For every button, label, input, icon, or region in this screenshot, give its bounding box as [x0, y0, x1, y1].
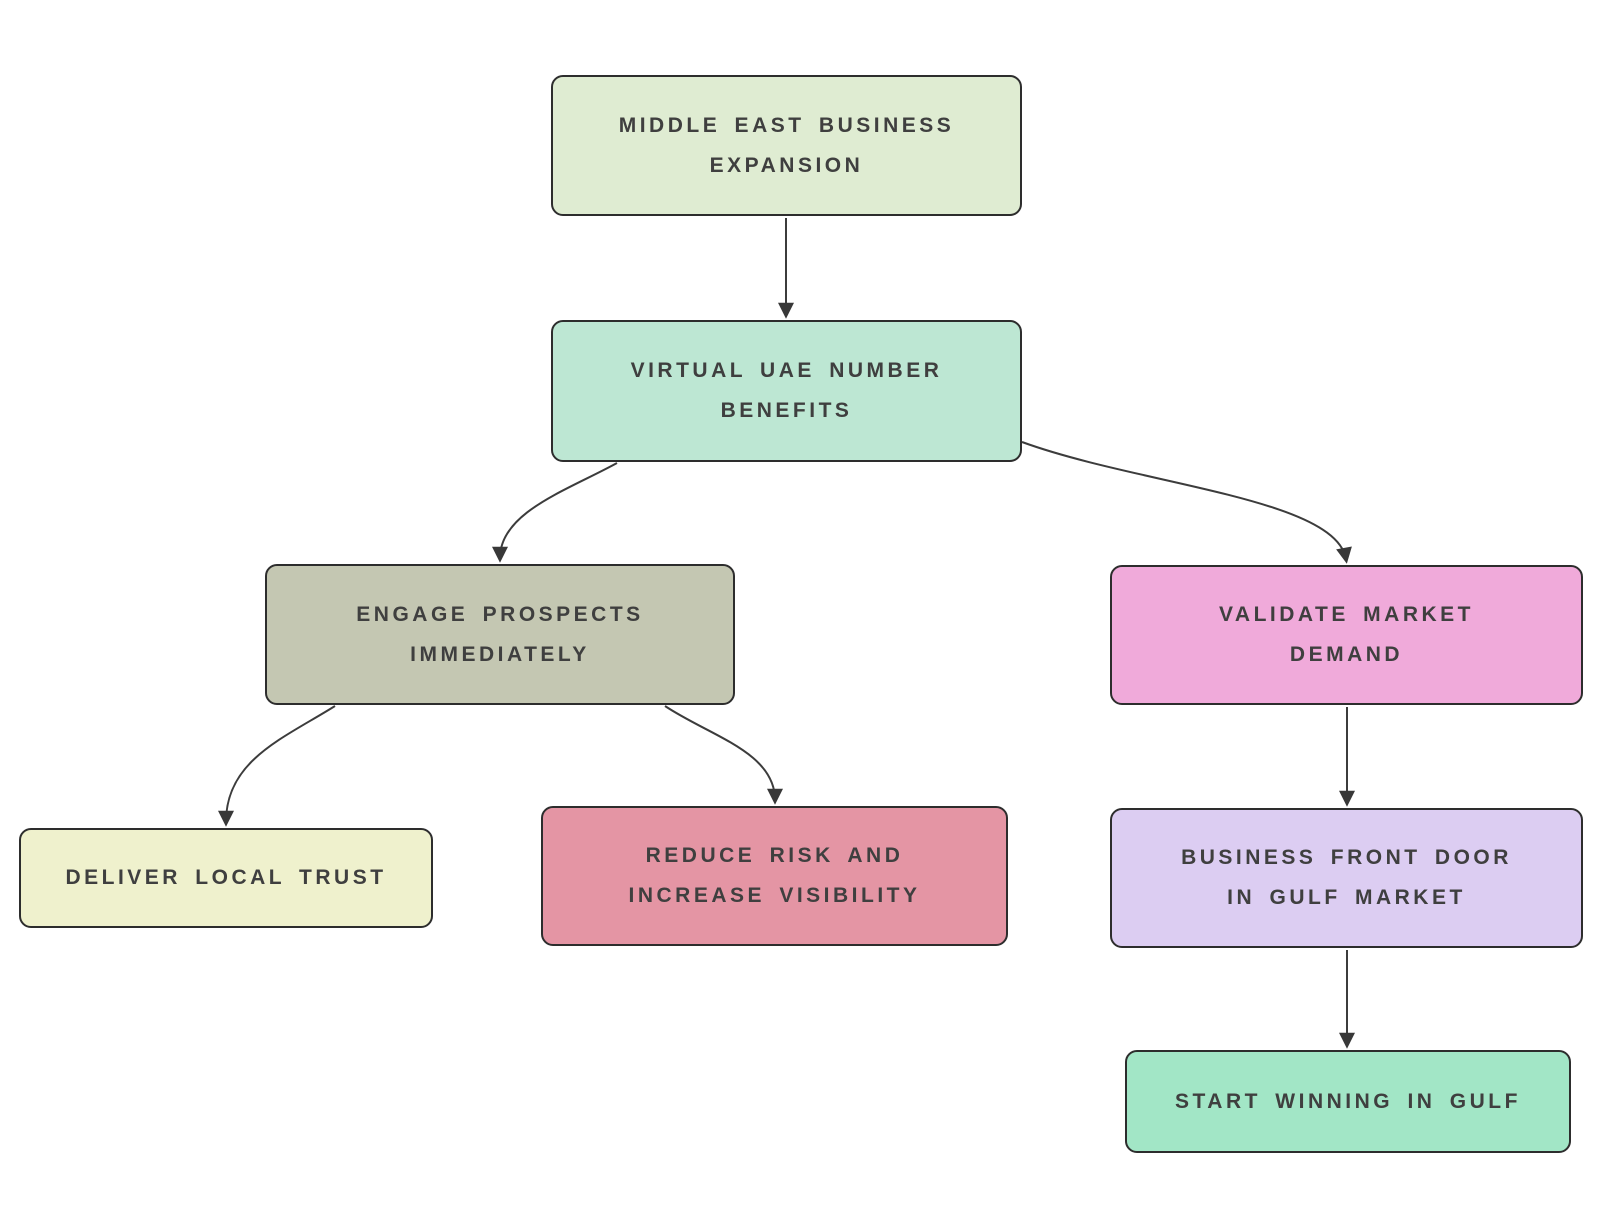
- edge-benefits-engage: [492, 462, 618, 563]
- node-label: VIRTUAL UAE NUMBER BENEFITS: [630, 359, 943, 422]
- node-deliver-local-trust: DELIVER LOCAL TRUST: [19, 828, 433, 928]
- node-label: MIDDLE EAST BUSINESS EXPANSION: [618, 113, 955, 177]
- node-business-front-door-gulf-market: BUSINESS FRONT DOOR IN GULF MARKET: [1110, 808, 1583, 948]
- node-label: REDUCE RISK AND INCREASE VISIBILITY: [628, 844, 921, 907]
- node-label: VALIDATE MARKET DEMAND: [1218, 603, 1475, 666]
- node-label: DELIVER LOCAL TRUST: [65, 866, 387, 889]
- edge-engage-trust: [218, 705, 336, 827]
- edge-engage-risk: [664, 705, 783, 805]
- node-label: BUSINESS FRONT DOOR IN GULF MARKET: [1181, 846, 1512, 909]
- node-label: ENGAGE PROSPECTS IMMEDIATELY: [356, 602, 644, 666]
- edge-benefits-validate: [1021, 441, 1352, 564]
- node-reduce-risk-increase-visibility: REDUCE RISK AND INCREASE VISIBILITY: [541, 806, 1008, 946]
- node-middle-east-business-expansion: MIDDLE EAST BUSINESS EXPANSION: [551, 75, 1022, 216]
- node-engage-prospects-immediately: ENGAGE PROSPECTS IMMEDIATELY: [265, 564, 735, 705]
- node-validate-market-demand: VALIDATE MARKET DEMAND: [1110, 565, 1583, 705]
- node-label: START WINNING IN GULF: [1175, 1089, 1521, 1113]
- node-virtual-uae-number-benefits: VIRTUAL UAE NUMBER BENEFITS: [551, 320, 1022, 462]
- node-start-winning-in-gulf: START WINNING IN GULF: [1125, 1050, 1571, 1153]
